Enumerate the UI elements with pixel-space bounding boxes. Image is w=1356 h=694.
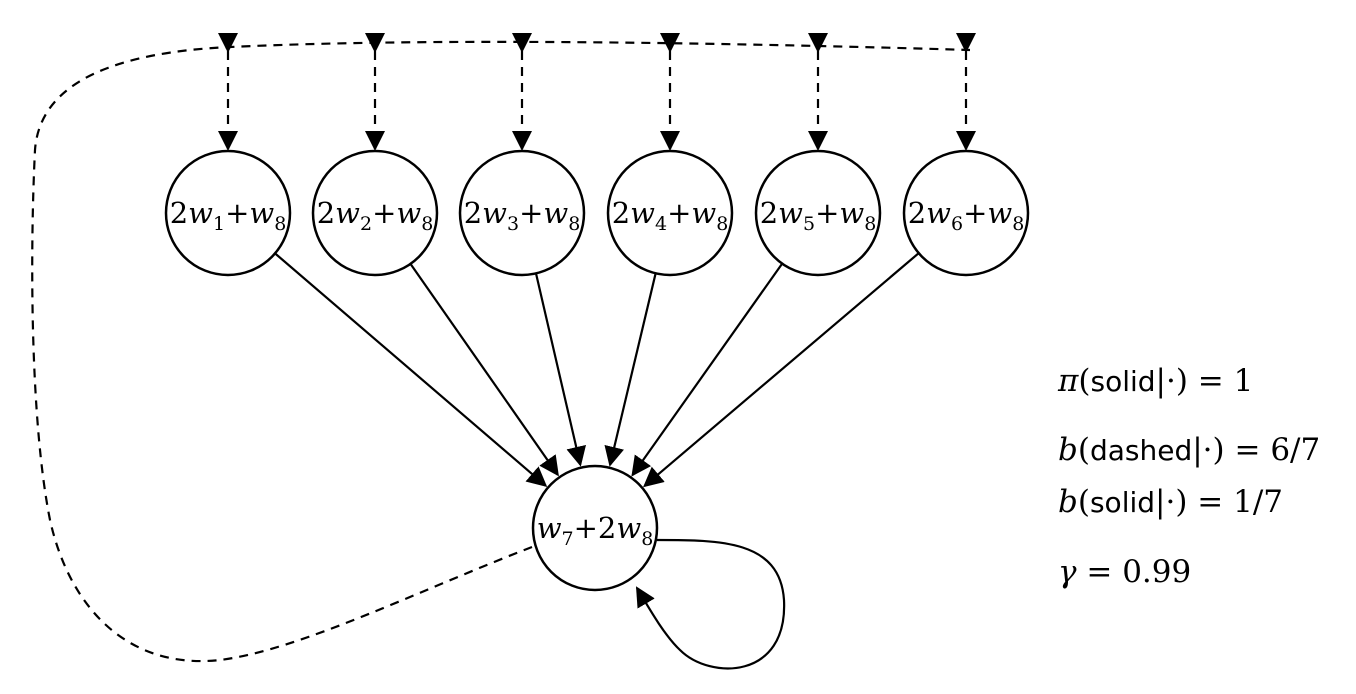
rhs: = 0.99 xyxy=(1076,554,1192,590)
coef: 2 xyxy=(464,196,482,230)
coef: 2 xyxy=(760,196,778,230)
paren-open: ( xyxy=(1078,363,1091,399)
condition: |·) xyxy=(1192,432,1225,468)
sub2: 8 xyxy=(716,213,728,235)
node-circle-3 xyxy=(458,149,586,277)
var2: w xyxy=(839,196,864,230)
var2: w xyxy=(249,196,274,230)
sub2: 8 xyxy=(274,213,286,235)
dashed-loop-edge xyxy=(31,40,971,663)
sub: 4 xyxy=(655,213,667,235)
gamma-symbol: γ xyxy=(1058,554,1077,590)
sub2: 8 xyxy=(1012,213,1024,235)
annotation-pi-solid: π(solid|·) = 1 xyxy=(1058,366,1253,397)
rhs: = 1/7 xyxy=(1187,484,1284,520)
var: w xyxy=(778,196,803,230)
sub2: 8 xyxy=(641,528,653,550)
solid-edge-4-to-center xyxy=(604,273,657,467)
var2: w xyxy=(616,511,641,545)
solid-edge-2-to-center xyxy=(409,263,559,477)
node-circle-5 xyxy=(754,149,882,277)
var2: w xyxy=(396,196,421,230)
pi-symbol: π xyxy=(1058,363,1079,399)
op: + xyxy=(667,196,691,230)
solid-edge-6-to-center xyxy=(643,252,920,488)
annotation-b-solid: b(solid|·) = 1/7 xyxy=(1058,487,1283,518)
self-loop-edge xyxy=(635,538,786,670)
annotation-gamma: γ = 0.99 xyxy=(1058,557,1191,588)
solid-word: solid xyxy=(1090,365,1156,398)
var: w xyxy=(188,196,213,230)
op: + xyxy=(372,196,396,230)
var: w xyxy=(335,196,360,230)
sub2: 8 xyxy=(568,213,580,235)
b-symbol: b xyxy=(1058,484,1078,520)
var: w xyxy=(537,511,562,545)
rhs: = 6/7 xyxy=(1224,432,1321,468)
annotation-b-dashed: b(dashed|·) = 6/7 xyxy=(1058,435,1320,466)
var: w xyxy=(630,196,655,230)
dashed-word: dashed xyxy=(1089,434,1193,467)
condition: |·) xyxy=(1155,363,1188,399)
node-circle-1 xyxy=(164,149,292,277)
center-node-circle xyxy=(531,464,659,592)
node-label-6: 2w6+w8 xyxy=(908,196,1025,235)
op: + xyxy=(225,196,249,230)
op: + xyxy=(963,196,987,230)
node-label-4: 2w4+w8 xyxy=(612,196,729,235)
op: + xyxy=(574,511,598,545)
sub: 7 xyxy=(562,528,574,550)
node-circle-2 xyxy=(311,149,439,277)
var2: w xyxy=(543,196,568,230)
sub: 1 xyxy=(213,213,225,235)
node-label-1: 2w1+w8 xyxy=(170,196,287,235)
var2: w xyxy=(691,196,716,230)
solid-edge-1-to-center xyxy=(274,252,548,487)
paren-open: ( xyxy=(1077,484,1090,520)
sub: 3 xyxy=(507,213,519,235)
sub: 2 xyxy=(360,213,372,235)
sub2: 8 xyxy=(864,213,876,235)
node-circle-6 xyxy=(902,149,1030,277)
paren-open: ( xyxy=(1077,432,1090,468)
coef: 2 xyxy=(317,196,335,230)
var: w xyxy=(482,196,507,230)
op: + xyxy=(519,196,543,230)
sub2: 8 xyxy=(421,213,433,235)
op: + xyxy=(815,196,839,230)
var: w xyxy=(926,196,951,230)
var2: w xyxy=(987,196,1012,230)
coef: 2 xyxy=(170,196,188,230)
solid-edge-5-to-center xyxy=(631,262,784,477)
sub: 6 xyxy=(951,213,963,235)
rhs: = 1 xyxy=(1187,363,1254,399)
node-label-3: 2w3+w8 xyxy=(464,196,581,235)
coef: 2 xyxy=(908,196,926,230)
solid-edge-3-to-center xyxy=(534,273,587,467)
coef: 2 xyxy=(612,196,630,230)
node-circle-4 xyxy=(606,149,734,277)
b-symbol: b xyxy=(1058,432,1078,468)
sub: 5 xyxy=(803,213,815,235)
solid-word: solid xyxy=(1089,486,1156,519)
coef2: 2 xyxy=(598,511,616,545)
node-label-5: 2w5+w8 xyxy=(760,196,877,235)
center-node-label: w7+2w8 xyxy=(537,511,654,550)
condition: |·) xyxy=(1155,484,1188,520)
node-label-2: 2w2+w8 xyxy=(317,196,434,235)
